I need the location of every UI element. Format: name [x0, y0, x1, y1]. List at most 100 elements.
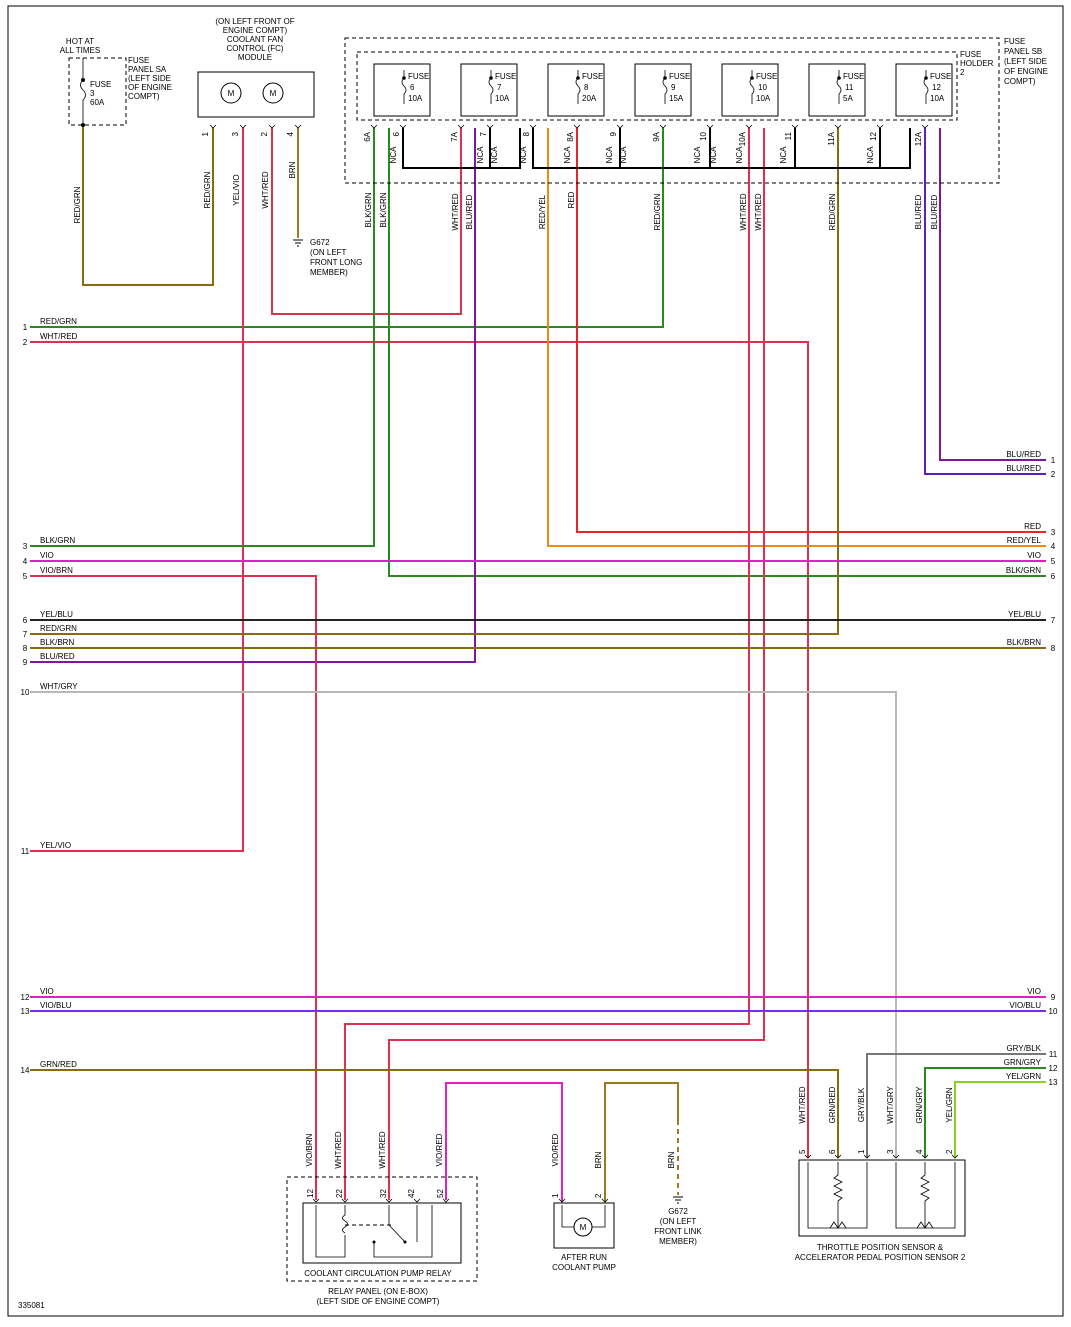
fuse-node — [837, 76, 841, 80]
motor-icon — [220, 82, 242, 104]
row-label-right: BLK/BRN — [1007, 638, 1041, 647]
wire-label: RED/GRN — [653, 193, 662, 230]
wire-label: GRN/GRY — [915, 1086, 924, 1124]
fuse-panel-sa-label: PANEL SA — [128, 65, 167, 74]
row-label-right: RED/YEL — [1007, 536, 1042, 545]
relay-switch — [373, 1205, 433, 1258]
row-label-left: BLK/GRN — [40, 536, 75, 545]
relay-panel-box — [286, 1176, 478, 1282]
connector-pin — [341, 1198, 349, 1203]
nca-label: NCA — [490, 146, 499, 164]
g672-top-label: FRONT LONG — [310, 258, 362, 267]
connector-pin — [413, 1198, 421, 1203]
wire-grn-red-row14 — [30, 1069, 839, 1158]
wire-label: BLU/RED — [930, 194, 939, 229]
row-label-left: VIO/BRN — [40, 566, 73, 575]
wire-grn-gry-right12 — [924, 1067, 1046, 1158]
fuse-number: 7 — [497, 83, 502, 92]
wire-label-red-grn: RED/GRN — [203, 171, 212, 208]
fuse-number: 8 — [584, 83, 589, 92]
fuse-pin-number: 11 — [784, 131, 793, 140]
connector-pin — [370, 124, 378, 129]
nca-label: NCA — [519, 146, 528, 164]
g672-bottom-label: (ON LEFT — [660, 1217, 697, 1226]
connector-pin — [399, 124, 407, 129]
fuse-3-node — [81, 123, 85, 127]
row-label-left: GRN/RED — [40, 1060, 77, 1069]
connector-pin — [892, 1154, 900, 1159]
fuse-3-label: FUSE — [90, 80, 111, 89]
row-label-left: RED/GRN — [40, 317, 77, 326]
wire-blu-red-right1 — [939, 128, 1046, 461]
fuse-panel-sa-label: (LEFT SIDE — [128, 74, 171, 83]
fuse-number: 10 — [758, 83, 767, 92]
fuse-node — [750, 76, 754, 80]
row-label-left: YEL/BLU — [40, 610, 73, 619]
fuse-pin-number: 8 — [522, 131, 531, 136]
row-label-left: WHT/GRY — [40, 682, 78, 691]
wire-label: BLU/RED — [914, 194, 923, 229]
motor-symbol: M — [580, 1223, 587, 1232]
row-number-right: 12 — [1049, 1064, 1058, 1073]
nca-label: NCA — [735, 146, 744, 164]
fc-module-label: (ON LEFT FRONT OF — [215, 17, 294, 26]
fuse-holder-label: FUSE — [960, 50, 981, 59]
connector-pin — [529, 124, 537, 129]
fuse-rating: 5A — [843, 94, 853, 103]
row-number-right: 5 — [1051, 557, 1056, 566]
row-label-right: VIO/BLU — [1009, 1001, 1041, 1010]
relay-pin-number: 32 — [379, 1189, 388, 1198]
connector-pin — [791, 124, 799, 129]
connector-pin — [834, 124, 842, 129]
wire-label: BLK/GRN — [379, 192, 388, 227]
wire-label: WHT/RED — [798, 1086, 807, 1124]
tps-title: THROTTLE POSITION SENSOR & — [817, 1243, 944, 1252]
row-number-left: 2 — [23, 338, 28, 347]
fuse-icon — [401, 70, 407, 104]
wire-label: RED/YEL — [538, 194, 547, 229]
fuse-name: FUSE — [756, 72, 777, 81]
row-label-right: GRY/BLK — [1006, 1044, 1041, 1053]
fuse-rating: 10A — [495, 94, 510, 103]
hot-at-all-times-label: HOT AT — [66, 37, 94, 46]
wire-label: WHT/RED — [451, 193, 460, 231]
wire-label: WHT/RED — [739, 193, 748, 231]
wire-label: YEL/GRN — [945, 1087, 954, 1122]
wire-yel-vio-row11 — [30, 128, 244, 852]
row-number-left: 11 — [21, 847, 30, 856]
row-label-left: VIO/BLU — [40, 1001, 72, 1010]
wire-vio-red-relay-pump — [445, 1082, 563, 1202]
nca-label: NCA — [779, 146, 788, 164]
nca-jumper — [489, 128, 521, 169]
wire-wht-red-relay32 — [388, 128, 765, 1200]
fuse-rating: 10A — [930, 94, 945, 103]
nca-label: NCA — [389, 146, 398, 164]
row-label-left: BLU/RED — [40, 652, 75, 661]
ground-icon — [673, 1196, 683, 1204]
fuse-number: 9 — [671, 83, 676, 92]
tps-pin-number: 2 — [945, 1149, 954, 1154]
wire-wht-gry-row10 — [30, 691, 897, 1158]
wire-label-yel-vio: YEL/VIO — [232, 174, 241, 205]
row-number-left: 7 — [23, 630, 28, 639]
nca-label: NCA — [866, 146, 875, 164]
row-label-left: RED/GRN — [40, 624, 77, 633]
nca-label: NCA — [619, 146, 628, 164]
fuse-slot — [547, 63, 605, 117]
fuse-name: FUSE — [930, 72, 951, 81]
row-label-right: YEL/BLU — [1008, 610, 1041, 619]
connector-pin — [616, 124, 624, 129]
wire-label: WHT/GRY — [886, 1086, 895, 1124]
fuse-pin-number: 12A — [914, 131, 923, 146]
connector-pin — [442, 1198, 450, 1203]
relay-pin-number: 42 — [407, 1189, 416, 1198]
connector-pin — [558, 1198, 566, 1203]
fuse-slot — [808, 63, 866, 117]
relay-contact — [403, 1240, 407, 1244]
tps-title: ACCELERATOR PEDAL POSITION SENSOR 2 — [795, 1253, 966, 1262]
row-number-left: 8 — [23, 644, 28, 653]
connector-pin — [486, 124, 494, 129]
fuse-icon — [662, 70, 668, 104]
row-label-right: BLU/RED — [1006, 464, 1041, 473]
motor-symbol: M — [228, 89, 235, 98]
